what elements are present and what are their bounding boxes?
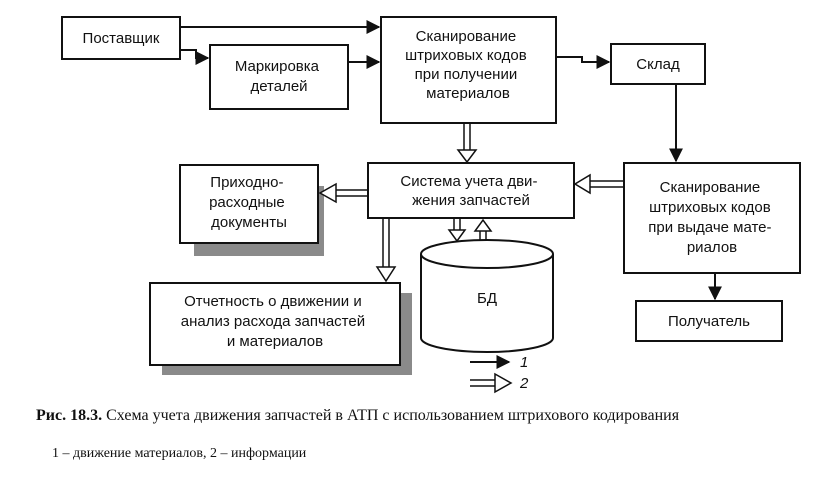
incoming-docs-box	[179, 164, 319, 244]
caption-label: Рис. 18.3.	[36, 407, 103, 424]
recipient-text: Получатель	[668, 313, 750, 330]
report-text: Отчетность о движении и анализ расхода з…	[181, 293, 370, 350]
info-flow-arrows	[318, 123, 624, 283]
arrow-scan-to-system	[456, 123, 478, 164]
marking-box	[209, 44, 349, 110]
caption-text: Схема учета движения запчастей в АТП с и…	[106, 407, 680, 424]
arrow-supplier-to-marking	[180, 49, 210, 65]
legend-arrow-info	[470, 372, 513, 394]
warehouse-text: Склад	[636, 56, 680, 73]
legend-label-materials: 1	[520, 354, 529, 371]
marking-text: Маркировка деталей	[235, 58, 323, 95]
database-cylinder	[420, 239, 554, 353]
warehouse-box	[610, 43, 706, 85]
scan-issue-box	[623, 162, 801, 274]
arrow-system-to-documents	[318, 182, 368, 204]
accounting-system-text: Система учета дви- жения запчастей	[400, 173, 541, 209]
accounting-system-box	[367, 162, 575, 219]
legend	[470, 355, 513, 394]
legend-label-info: 2	[520, 375, 529, 392]
incoming-docs-text: Приходно- расходные документы	[209, 174, 289, 231]
arrow-scan-to-warehouse	[556, 55, 611, 69]
supplier-box	[61, 16, 181, 60]
material-flow-arrows	[180, 20, 722, 301]
arrow-system-to-report	[375, 218, 397, 283]
recipient-box	[635, 300, 783, 342]
scan-receive-text: Сканирование штриховых кодов при получен…	[405, 28, 531, 102]
arrow-system-to-db	[447, 218, 467, 243]
database-text: БД	[477, 290, 497, 307]
scan-issue-text: Сканирование штриховых кодов при выдаче …	[648, 179, 775, 256]
legend-note: 1 – движение материалов, 2 – информации	[52, 446, 307, 461]
scan-receive-box	[380, 16, 557, 124]
arrow-db-to-system	[473, 218, 493, 241]
supplier-text: Поставщик	[83, 30, 160, 47]
report-box	[149, 282, 401, 366]
arrow-scan-issue-to-system	[573, 173, 624, 195]
figure-caption: Рис. 18.3. Схема учета движения запчасте…	[36, 406, 806, 425]
